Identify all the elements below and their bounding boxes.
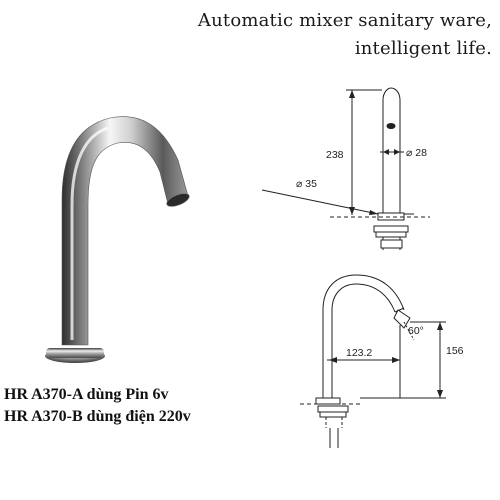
dim-height: 238 (326, 149, 344, 161)
headline-line-2: intelligent life. (354, 38, 492, 59)
model-a-text: HR A370-A dùng Pin 6v (4, 386, 169, 403)
dim-reach: 123.2 (346, 347, 372, 359)
dim-spout-diameter: ⌀ 28 (406, 147, 427, 159)
model-b-text: HR A370-B dùng điện 220v (4, 408, 191, 425)
dim-spout-angle: 60° (408, 325, 424, 337)
dim-base-diameter: ⌀ 35 (296, 178, 317, 190)
faucet-photo (45, 116, 190, 363)
dim-spout-height: 156 (446, 345, 464, 357)
front-view-drawing (300, 274, 446, 448)
side-view-drawing (261, 87, 430, 250)
headline-line-1: Automatic mixer sanitary ware, (197, 10, 492, 31)
